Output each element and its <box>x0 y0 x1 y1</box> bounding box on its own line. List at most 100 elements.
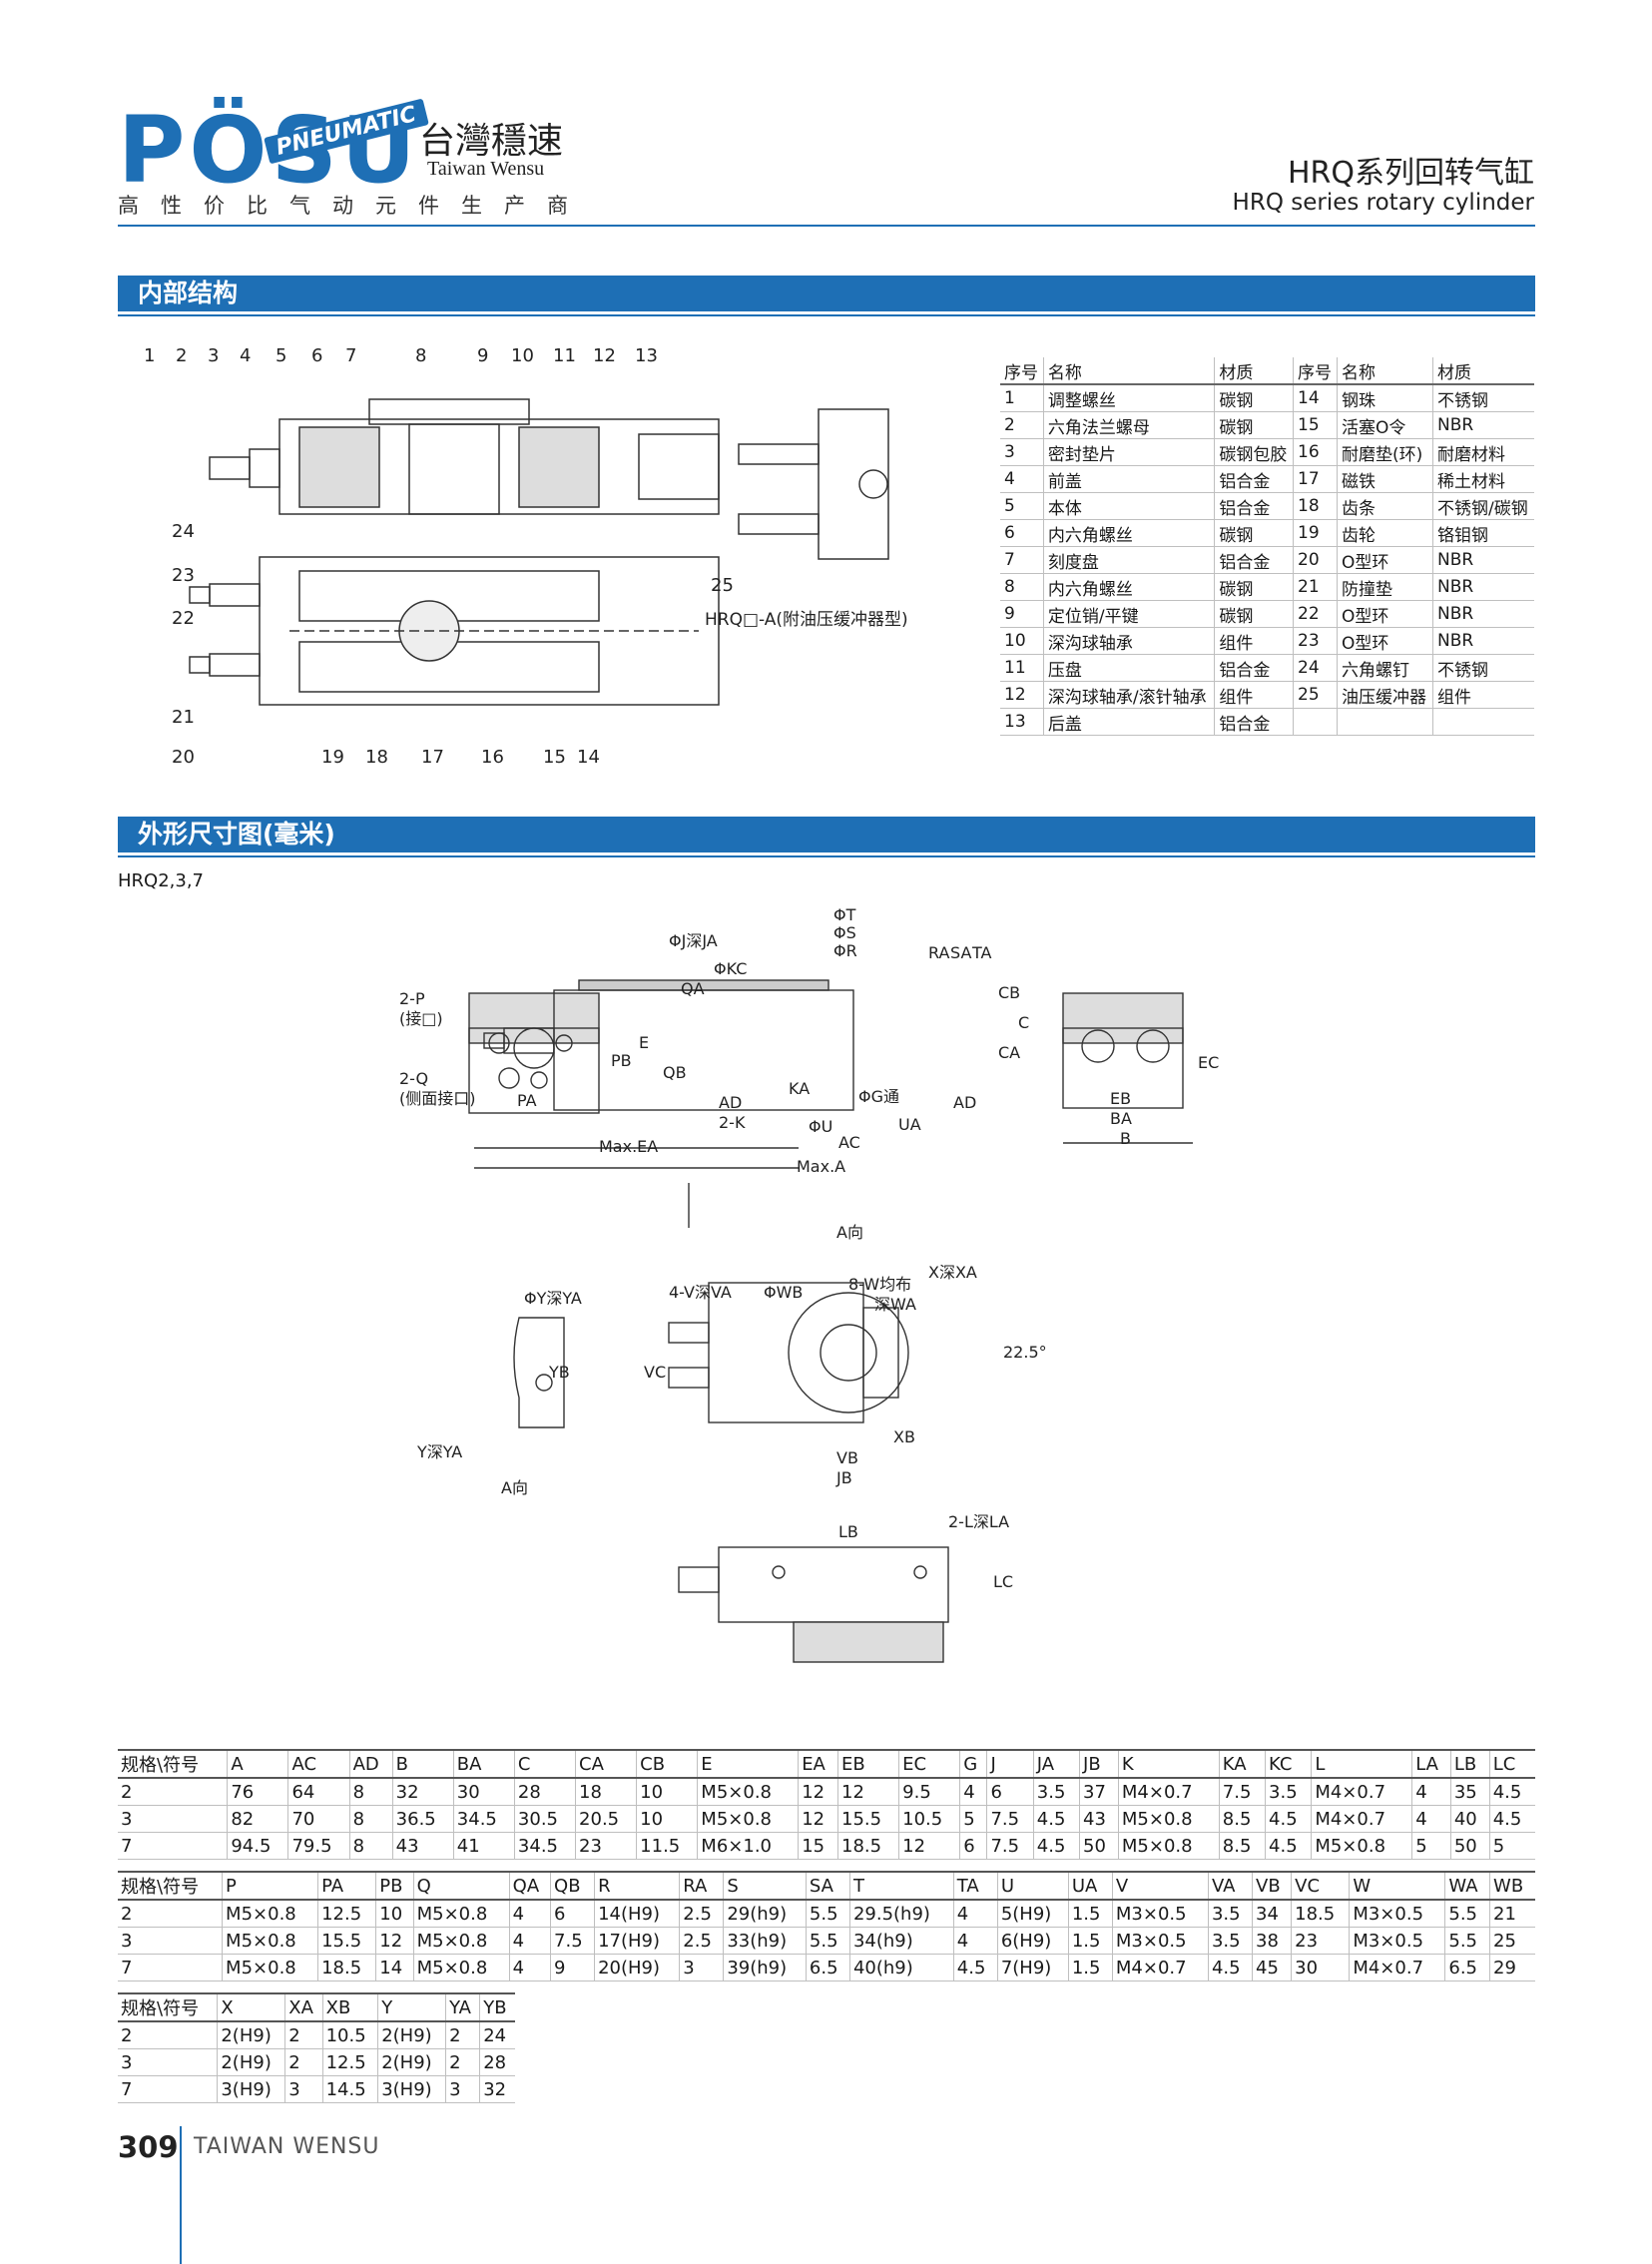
spec-table-2-header-cell: V <box>1112 1872 1209 1901</box>
spec-table-1-cell: 7 <box>118 1832 229 1860</box>
spec-table-1-cell: 82 <box>227 1805 289 1833</box>
spec-table-1-header-cell: G <box>959 1750 988 1779</box>
spec-table-1-header-cell: JA <box>1033 1750 1081 1779</box>
parts-table-header-cell: 序号 <box>1000 357 1044 385</box>
spec-table-1-header-cell: B <box>392 1750 454 1779</box>
parts-table-cell: 铬钼钢 <box>1432 519 1534 547</box>
spec-table-3-header-cell: YB <box>479 1993 515 2022</box>
spec-table-2-cell: 9 <box>550 1954 596 1981</box>
parts-table-cell: 稀土材料 <box>1432 465 1534 493</box>
spec-table-3-cell: 2 <box>284 2048 323 2076</box>
spec-table-1-cell: 36.5 <box>392 1805 454 1833</box>
spec-table-1-header-cell: L <box>1311 1750 1413 1779</box>
spec-table-1-cell: 12 <box>898 1832 961 1860</box>
spec-table-2-cell: 34(h9) <box>849 1927 954 1955</box>
spec-table-1-cell: 23 <box>575 1832 638 1860</box>
parts-table-cell: 6 <box>1000 519 1044 547</box>
spec-table-3-cell: 2 <box>284 2021 323 2049</box>
spec-table-2-cell: 12 <box>375 1927 414 1955</box>
spec-table-1-cell: 7.5 <box>986 1832 1034 1860</box>
lbl-ba: BA <box>1110 1109 1132 1128</box>
lbl-ra: RA <box>928 943 949 962</box>
page-title-cn: HRQ系列回转气缸 <box>1287 156 1534 191</box>
spec-table-2-header-cell: WB <box>1489 1872 1535 1901</box>
spec-table-2-cell: M5×0.8 <box>413 1954 510 1981</box>
callout-6: 6 <box>311 345 322 366</box>
brand-english: Taiwan Wensu <box>427 158 545 180</box>
spec-table-2-header-cell: WA <box>1444 1872 1491 1901</box>
callout-17: 17 <box>421 747 444 768</box>
spec-table-1-cell: M5×0.8 <box>697 1805 800 1833</box>
parts-table-cell: 8 <box>1000 573 1044 601</box>
parts-table-cell: NBR <box>1432 627 1534 655</box>
lbl-dira: A向 <box>836 1223 863 1242</box>
dimension-drawing: 2-P (接□) 2-Q (侧面接口) PA PB E QB QA ΦJ深JA … <box>399 905 1219 1663</box>
spec-table-1-cell: 43 <box>392 1832 454 1860</box>
parts-table-cell: 活塞O令 <box>1337 411 1434 439</box>
callout-16: 16 <box>481 747 504 768</box>
spec-table-1-cell: 5 <box>959 1805 988 1833</box>
parts-table-cell: 10 <box>1000 627 1044 655</box>
lbl-ta: TA <box>971 943 992 962</box>
spec-table-1-cell: M4×0.7 <box>1311 1778 1413 1806</box>
spec-table-2-header-cell: VB <box>1252 1872 1293 1901</box>
spec-table-3-header-cell: 规格\符号 <box>118 1993 219 2022</box>
spec-table-3-cell: 2(H9) <box>217 2048 286 2076</box>
lbl-c: C <box>1018 1013 1029 1032</box>
parts-table-header-cell: 材质 <box>1214 357 1295 385</box>
spec-table-1-cell: M4×0.7 <box>1311 1805 1413 1833</box>
callout-15: 15 <box>543 747 566 768</box>
spec-table-1-cell: 12 <box>837 1778 900 1806</box>
parts-table-cell: 组件 <box>1214 627 1295 655</box>
callout-13: 13 <box>635 345 658 366</box>
lbl-v4: 4-V深VA <box>669 1283 732 1302</box>
lbl-ac: AC <box>838 1133 860 1152</box>
spec-table-1-cell: 8 <box>349 1778 393 1806</box>
spec-table-2-header-cell: SA <box>806 1872 850 1901</box>
parts-table-cell: 24 <box>1293 654 1338 682</box>
spec-table-1-cell: 8.5 <box>1219 1832 1267 1860</box>
spec-table-1-cell: 50 <box>1079 1832 1119 1860</box>
callout-5: 5 <box>275 345 286 366</box>
spec-table-2-header-cell: U <box>997 1872 1069 1901</box>
parts-table-cell: 铝合金 <box>1214 654 1295 682</box>
spec-table-1-header-cell: EA <box>798 1750 839 1779</box>
callout-24: 24 <box>172 521 195 542</box>
parts-table-cell: 22 <box>1293 600 1338 628</box>
spec-table-2-cell: 5(H9) <box>997 1900 1069 1928</box>
spec-table-1-cell: 10 <box>636 1778 699 1806</box>
spec-table-3-cell: 2 <box>445 2048 481 2076</box>
lbl-phir: ΦR <box>833 941 857 960</box>
spec-table-2-cell: 34 <box>1252 1900 1293 1928</box>
parts-table-cell: 铝合金 <box>1214 708 1295 736</box>
spec-table-2-header-cell: UA <box>1068 1872 1113 1901</box>
spec-table-1-header-cell: EB <box>837 1750 900 1779</box>
spec-table-2-cell: 2.5 <box>679 1927 725 1955</box>
parts-table-cell <box>1293 708 1338 736</box>
parts-table-cell: 定位销/平键 <box>1043 600 1216 628</box>
spec-table-1-cell: 64 <box>287 1778 350 1806</box>
spec-table-2-cell: 29(h9) <box>723 1900 807 1928</box>
parts-table-cell: 磁铁 <box>1337 465 1434 493</box>
parts-table-cell: 碳钢 <box>1214 600 1295 628</box>
spec-table-2-header-cell: QB <box>550 1872 596 1901</box>
spec-table-2-cell: 5.5 <box>1444 1900 1491 1928</box>
spec-table-1-cell: 3.5 <box>1033 1778 1081 1806</box>
lbl-q2-note: (侧面接口) <box>399 1089 476 1108</box>
lbl-eb: EB <box>1110 1089 1131 1108</box>
spec-table-2-cell: 6 <box>550 1900 596 1928</box>
spec-table-2-cell: 7.5 <box>550 1927 596 1955</box>
spec-table-1-header-cell: AC <box>287 1750 350 1779</box>
